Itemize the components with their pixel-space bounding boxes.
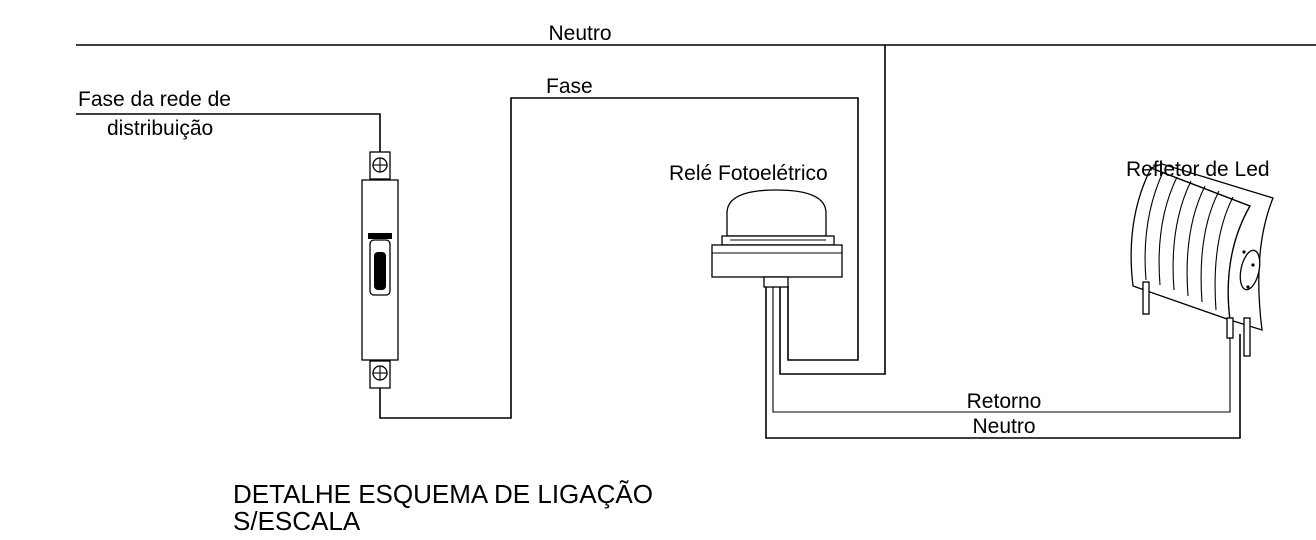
floodlight-body	[1149, 163, 1274, 331]
floodlight-bracket-disc	[1239, 249, 1261, 291]
phase-wire	[379, 97, 859, 419]
breaker-toggle-icon	[368, 233, 392, 296]
photoelectric-relay	[711, 189, 843, 288]
network-phase-wire	[76, 113, 381, 152]
rele-label: Relé Fotoelétrico	[669, 162, 828, 185]
floodlight-leg-right	[1243, 317, 1251, 357]
led-floodlight	[1130, 163, 1274, 357]
circuit-breaker	[361, 151, 399, 389]
relay-dome	[726, 189, 827, 237]
terminal-screw-top-icon	[372, 157, 388, 173]
relay-base	[711, 244, 843, 278]
retorno-label: Retorno	[967, 390, 1042, 413]
fase-rede-label-line1: Fase da rede de	[78, 88, 231, 111]
neutro-bottom-label: Neutro	[972, 415, 1035, 438]
floodlight-leg-left	[1142, 281, 1150, 315]
return-wire	[772, 286, 1231, 413]
neutral-return-wire	[765, 286, 1241, 439]
neutro-top-label: Neutro	[548, 22, 611, 45]
relay-plug	[763, 276, 789, 288]
refletor-label: Refletor de Led	[1126, 158, 1270, 181]
neutral-drop-wire	[779, 45, 886, 375]
caption-title: DETALHE ESQUEMA DE LIGAÇÃO	[233, 479, 653, 509]
caption-subtitle: S/ESCALA	[233, 506, 361, 536]
fase-rede-label-line2: distribuição	[107, 117, 213, 140]
floodlight-leg-mid	[1226, 317, 1234, 339]
terminal-screw-bottom-icon	[372, 365, 388, 381]
fase-label: Fase	[546, 75, 593, 98]
